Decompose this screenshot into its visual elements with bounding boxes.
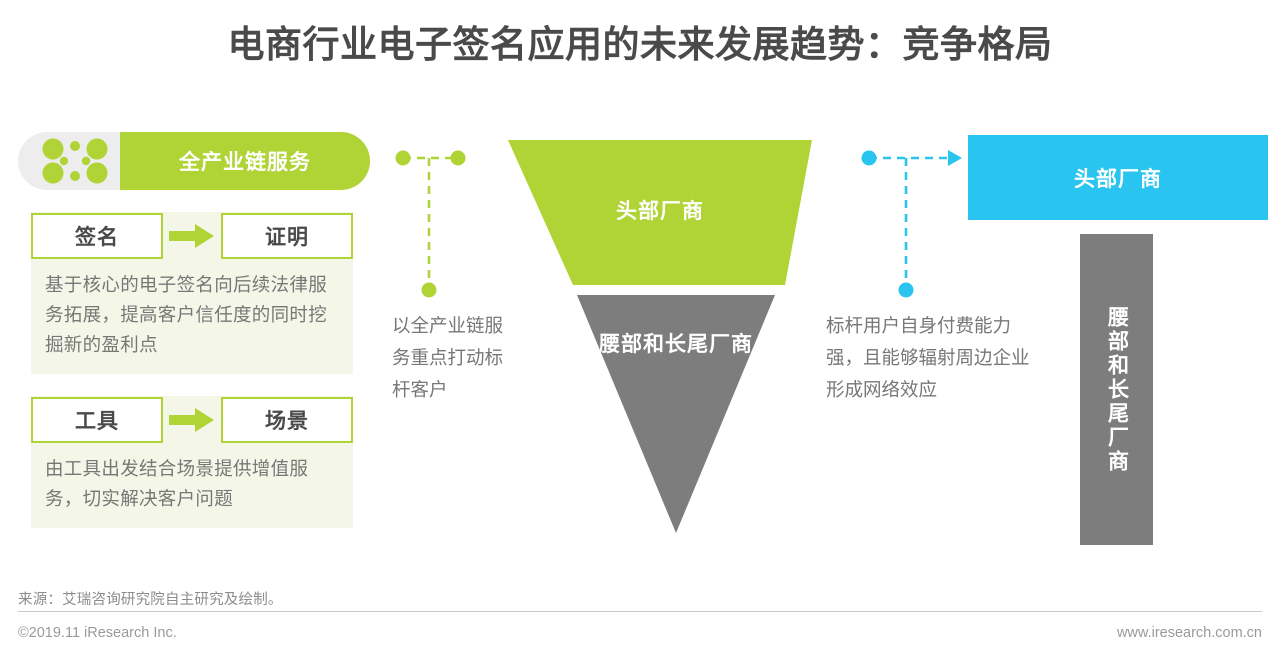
right-caption: 标杆用户自身付费能力强，且能够辐射周边企业形成网络效应 [826, 315, 1030, 400]
strategy-card-tool: 工具 场景 由工具出发结合场景提供增值服务，切实解决客户问题 [31, 396, 353, 528]
full-chain-badge-row: 全产业链服务 [18, 132, 370, 190]
website-link[interactable]: www.iresearch.com.cn [1116, 625, 1262, 641]
funnel-top-segment [508, 140, 812, 285]
chip-from: 工具 [31, 397, 163, 443]
future-tail-vendors-bar: 腰部和长尾厂商 [1080, 234, 1153, 545]
connector-dot [861, 150, 877, 166]
funnel-bottom-segment [577, 295, 775, 533]
arrow-right-icon [167, 213, 217, 259]
chip-to: 场景 [221, 397, 353, 443]
connector-dot [898, 282, 914, 298]
full-chain-badge: 全产业链服务 [120, 132, 370, 190]
full-chain-badge-label: 全产业链服务 [179, 151, 311, 174]
green-dashed-connector [395, 150, 466, 298]
footer-divider [18, 611, 1262, 612]
source-note: 来源：艾瑞咨询研究院自主研究及绘制。 [18, 592, 283, 608]
arrow-right-icon [167, 397, 217, 443]
funnel-bottom-label: 腰部和长尾厂商 [599, 333, 753, 356]
connector-dot [421, 282, 437, 298]
connector-dot [395, 150, 411, 166]
chip-from: 签名 [31, 213, 163, 259]
middle-caption: 以全产业链服务重点打动标杆客户 [392, 315, 504, 400]
card-description: 由工具出发结合场景提供增值服务，切实解决客户问题 [45, 458, 309, 509]
left-panel: 全产业链服务 签名 证明 基于核心的电子签名向后续法律服务拓展，提高客户信任度的… [18, 132, 370, 528]
card-chip-row: 工具 场景 [31, 396, 353, 444]
future-tail-vendors-label: 腰部和长尾厂商 [1105, 305, 1129, 474]
strategy-card-signature: 签名 证明 基于核心的电子签名向后续法律服务拓展，提高客户信任度的同时挖掘新的盈… [31, 212, 353, 374]
arrow-head-icon [948, 150, 962, 166]
connector-dot [450, 150, 466, 166]
funnel-diagram: 头部厂商 腰部和长尾厂商 [500, 135, 820, 540]
page-title: 电商行业电子签名应用的未来发展趋势：竞争格局 [227, 24, 1053, 65]
funnel-shapes [508, 140, 812, 533]
card-description: 基于核心的电子签名向后续法律服务拓展，提高客户信任度的同时挖掘新的盈利点 [45, 274, 328, 355]
card-chip-row: 签名 证明 [31, 212, 353, 260]
future-head-vendors-label: 头部厂商 [1074, 167, 1162, 191]
funnel-top-label: 头部厂商 [616, 200, 704, 223]
blue-dashed-arrow-connector [861, 150, 962, 298]
chip-to: 证明 [221, 213, 353, 259]
future-head-vendors-box: 头部厂商 [968, 135, 1268, 220]
four-dot-cluster-icon [42, 138, 108, 184]
copyright-text: ©2019.11 iResearch Inc. [18, 625, 177, 641]
